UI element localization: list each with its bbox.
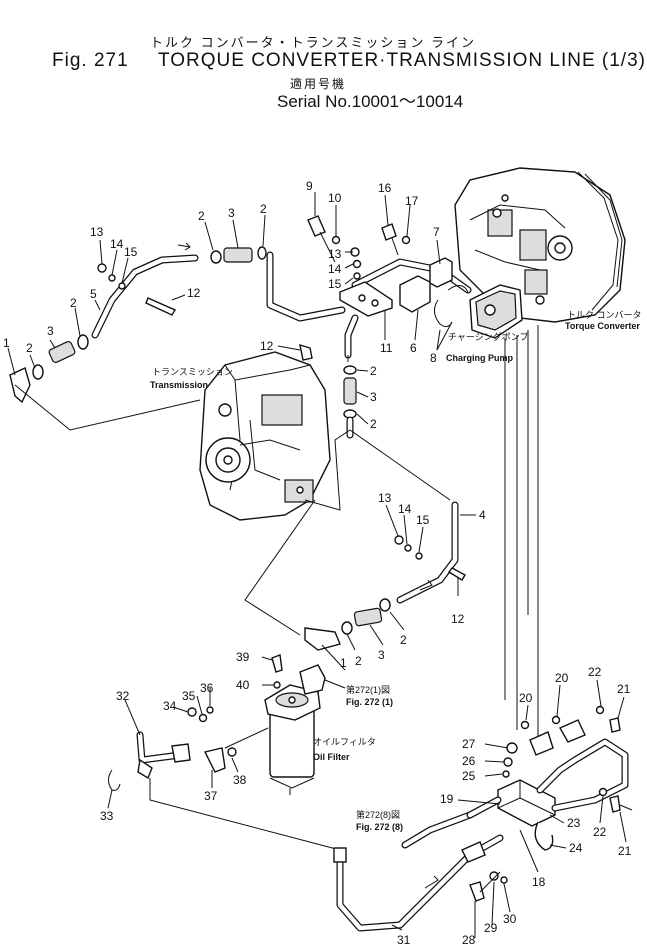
callout-8: 8: [430, 351, 437, 365]
callout-3: 3: [370, 390, 377, 404]
callout-25: 25: [462, 769, 476, 783]
callout-2: 2: [260, 202, 267, 216]
callout-2: 2: [26, 341, 33, 355]
callout-15: 15: [124, 245, 138, 259]
callout-1: 1: [340, 656, 347, 670]
title-english: TORQUE CONVERTER·TRANSMISSION LINE (1/3): [158, 50, 646, 71]
callout-14: 14: [328, 262, 342, 276]
callout-3: 3: [378, 648, 385, 662]
callout-20: 20: [519, 691, 533, 705]
oil-filter-label-jp: オイルフィルタ: [313, 737, 376, 747]
callout-21: 21: [618, 844, 632, 858]
transmission-drawing: [199, 351, 331, 521]
callout-9: 9: [306, 179, 313, 193]
callout-30: 30: [503, 912, 517, 926]
serial-range: Serial No.10001～10014: [277, 92, 464, 111]
callout-leaders: [7, 192, 627, 938]
charging-pump-label: Charging Pump: [446, 353, 514, 363]
callout-13: 13: [328, 247, 342, 261]
callout-23: 23: [567, 816, 581, 830]
serial-label-japanese: 適用号機: [290, 77, 347, 91]
callout-33: 33: [100, 809, 114, 823]
callout-numbers: 1 2 3 2 5 13 14 15 12 2 3 2 12 9 10 13 1…: [3, 179, 632, 947]
middle-hose-assembly-drawing: [299, 343, 466, 651]
callout-13: 13: [90, 225, 104, 239]
callout-22: 22: [588, 665, 602, 679]
callout-2: 2: [198, 209, 205, 223]
callout-2: 2: [370, 364, 377, 378]
fig-ref-1: Fig. 272 (1): [346, 697, 393, 707]
callout-38: 38: [233, 773, 247, 787]
torque-converter-drawing: [454, 167, 626, 323]
callout-39: 39: [236, 650, 250, 664]
callout-2: 2: [355, 654, 362, 668]
upper-manifold-drawing: [266, 251, 472, 362]
callout-13: 13: [378, 491, 392, 505]
callout-12: 12: [451, 612, 465, 626]
callout-6: 6: [410, 341, 417, 355]
callout-12: 12: [260, 339, 274, 353]
callout-2: 2: [70, 296, 77, 310]
callout-28: 28: [462, 933, 476, 947]
callout-34: 34: [163, 699, 177, 713]
callout-29: 29: [484, 921, 498, 935]
callout-37: 37: [204, 789, 218, 803]
callout-10: 10: [328, 191, 342, 205]
callout-35: 35: [182, 689, 196, 703]
callout-7: 7: [433, 225, 440, 239]
fig-ref-8-jp: 第272(8)図: [356, 809, 400, 820]
callout-16: 16: [378, 181, 392, 195]
callout-11: 11: [380, 341, 393, 355]
left-hose-assembly-drawing: [9, 242, 267, 431]
callout-21: 21: [617, 682, 631, 696]
callout-26: 26: [462, 754, 476, 768]
callout-31: 31: [397, 933, 411, 947]
oil-filter-drawing: [203, 654, 346, 795]
callout-22: 22: [593, 825, 607, 839]
long-hose-drawing: [333, 811, 504, 932]
hose-connector-center: [343, 365, 357, 439]
callout-19: 19: [440, 792, 454, 806]
callout-18: 18: [532, 875, 546, 889]
callout-40: 40: [236, 678, 250, 692]
callout-14: 14: [110, 237, 124, 251]
callout-14: 14: [398, 502, 412, 516]
torque-converter-label-jp: トルク コンバータ: [567, 310, 642, 320]
callout-20: 20: [555, 671, 569, 685]
callout-36: 36: [200, 681, 214, 695]
callout-32: 32: [116, 689, 130, 703]
charging-pump-drawing: [469, 284, 523, 339]
figure-number: Fig. 271: [52, 50, 129, 71]
lower-right-manifold-drawing: [466, 705, 633, 902]
oil-filter-label: Oil Filter: [313, 752, 350, 762]
lower-left-pipe-drawing: [108, 706, 341, 851]
transmission-label: Transmission: [150, 380, 208, 390]
diagram-header: トルク コンバータ・トランスミッション ライン Fig. 271 TORQUE …: [0, 0, 647, 120]
callout-12: 12: [187, 286, 201, 300]
callout-2: 2: [370, 417, 377, 431]
title-japanese: トルク コンバータ・トランスミッション ライン: [150, 35, 476, 50]
torque-converter-label: Torque Converter: [565, 321, 640, 331]
callout-27: 27: [462, 737, 476, 751]
bolt-9-10-drawing: [307, 215, 411, 280]
callout-15: 15: [416, 513, 430, 527]
transmission-label-jp: トランスミッション: [152, 367, 233, 377]
callout-2: 2: [400, 633, 407, 647]
callout-15: 15: [328, 277, 342, 291]
fig-ref-1-jp: 第272(1)図: [346, 684, 390, 695]
fig-ref-8: Fig. 272 (8): [356, 822, 403, 832]
callout-4: 4: [479, 508, 486, 522]
callout-3: 3: [228, 206, 235, 220]
charging-pump-label-jp: チャージングポンプ: [448, 331, 528, 342]
callout-1: 1: [3, 336, 10, 350]
callout-17: 17: [405, 194, 419, 208]
callout-5: 5: [90, 287, 97, 301]
callout-24: 24: [569, 841, 583, 855]
callout-3: 3: [47, 324, 54, 338]
